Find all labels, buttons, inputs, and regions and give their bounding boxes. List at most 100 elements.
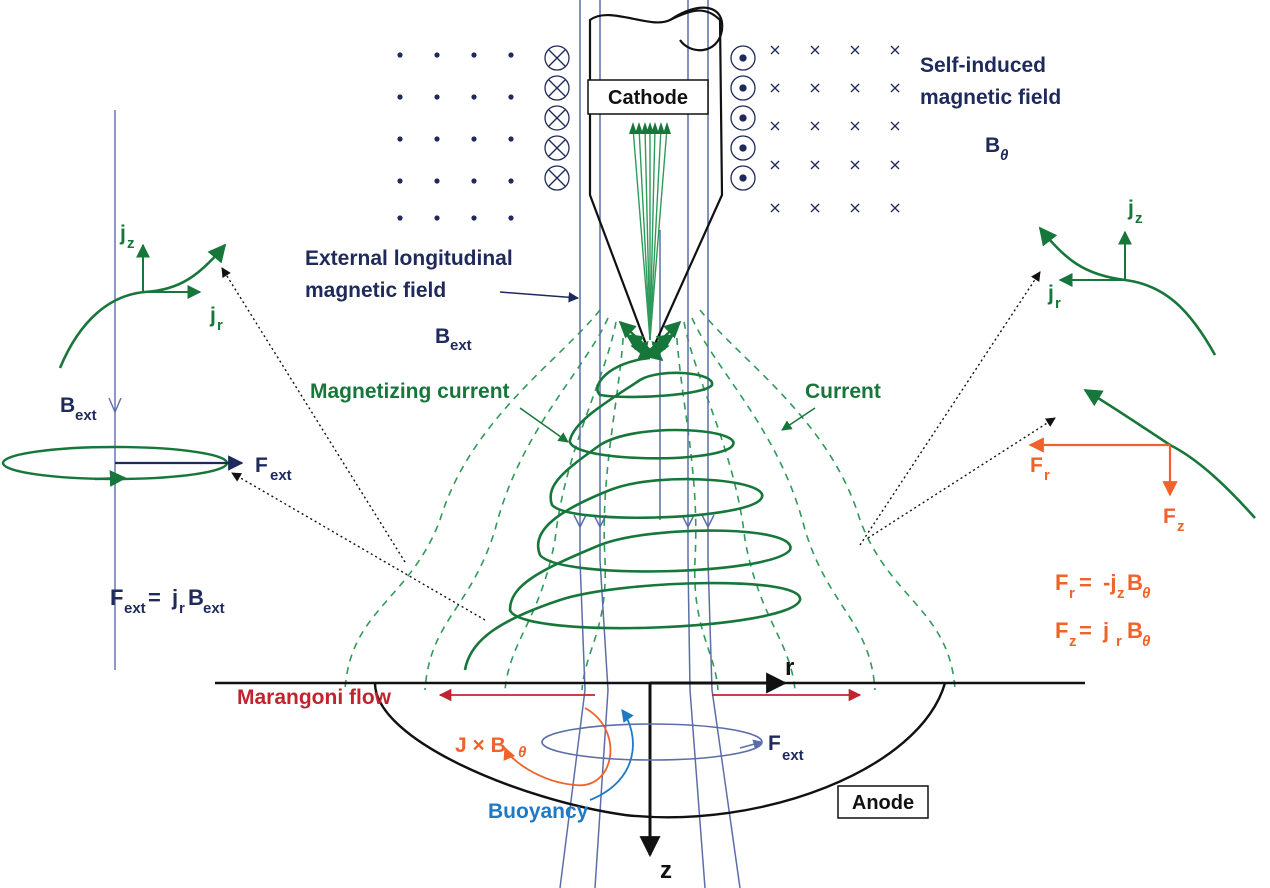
left-inset-fext-label: F ext [255, 454, 292, 484]
svg-text:External longitudinal: External longitudinal [305, 247, 513, 270]
magnetizing-current-helix [463, 356, 802, 671]
field-cross [770, 121, 780, 131]
cathode-top-curl [669, 6, 724, 52]
cathode-current-line [638, 127, 651, 341]
svg-text:B: B [435, 325, 450, 348]
field-cross [890, 203, 900, 213]
svg-text:r: r [1116, 633, 1122, 650]
coil-into-page [544, 105, 570, 131]
dotted-connectors [221, 267, 1056, 621]
svg-text:=: = [148, 585, 161, 610]
svg-text:θ: θ [1142, 585, 1151, 602]
field-line-arrows [573, 514, 715, 529]
svg-text:Self-induced: Self-induced [920, 54, 1046, 77]
svg-text:r: r [1055, 295, 1061, 312]
anode-label: Anode [852, 792, 914, 814]
field-cross [810, 121, 820, 131]
cathode-current-line [649, 127, 668, 341]
pool-fext-label: F ext [768, 732, 804, 764]
svg-text:z: z [1069, 633, 1077, 650]
self-induced-field-crosses [770, 45, 900, 213]
svg-text:B: B [985, 134, 1000, 157]
svg-text:ext: ext [203, 600, 225, 617]
right-inset-jz-label: j z [1127, 197, 1143, 227]
field-dot [397, 178, 403, 184]
external-field-label: External longitudinal magnetic field B e… [305, 247, 513, 354]
svg-text:z: z [127, 235, 135, 252]
field-dot [397, 215, 403, 221]
field-cross [770, 203, 780, 213]
buoyancy-label: Buoyancy [488, 800, 589, 823]
svg-text:J × B: J × B [455, 734, 506, 757]
field-cross [850, 45, 860, 55]
left-inset-b-arrow [108, 397, 122, 414]
current-lines [344, 309, 956, 691]
field-dot [434, 52, 440, 58]
svg-text:magnetic field: magnetic field [305, 279, 446, 302]
cathode-current-arrows [629, 122, 671, 341]
svg-text:r: r [1069, 585, 1075, 602]
coil-into-page [544, 165, 570, 191]
field-dot [508, 215, 514, 221]
left-inset-loop-arrow [94, 470, 127, 487]
svg-text:ext: ext [450, 337, 472, 354]
right-inset-fz-label: F z [1163, 505, 1185, 535]
field-cross [890, 160, 900, 170]
svg-text:z: z [1135, 210, 1143, 227]
cathode-current-head [629, 122, 637, 134]
field-dot [471, 52, 477, 58]
jxb-loop [503, 707, 612, 786]
pool-fext-loop [541, 723, 763, 761]
svg-text:F: F [255, 454, 268, 477]
svg-text:ext: ext [75, 407, 97, 424]
svg-text:ext: ext [782, 747, 804, 764]
coil-out-of-page [730, 45, 756, 71]
field-dot [471, 94, 477, 100]
field-cross [810, 83, 820, 93]
external-field-dots [397, 52, 514, 221]
svg-text:B: B [1127, 618, 1143, 643]
fext-equation: F ext = j r B ext [110, 585, 225, 617]
buoyancy-loop [589, 708, 634, 801]
left-inset-jz-label: j z [119, 222, 135, 252]
coil-into-page [544, 135, 570, 161]
svg-text:F: F [1163, 505, 1176, 528]
marangoni-flow-label: Marangoni flow [237, 686, 392, 709]
cathode-current-line [649, 127, 656, 341]
svg-text:B: B [1127, 570, 1143, 595]
field-dot [434, 178, 440, 184]
magnetizing-current-label: Magnetizing current [310, 380, 510, 403]
field-cross [850, 121, 860, 131]
coil-out-of-page [730, 165, 756, 191]
coil-out-of-page [730, 135, 756, 161]
coil-out-of-page [730, 75, 756, 101]
field-dot [508, 178, 514, 184]
svg-text:r: r [179, 600, 185, 617]
field-cross [850, 83, 860, 93]
self-induced-field-label: Self-induced magnetic field B θ [920, 54, 1061, 164]
svg-text:θ: θ [1142, 633, 1151, 650]
svg-text:θ: θ [518, 744, 527, 761]
cathode-current-line [644, 127, 651, 341]
cathode-electrode [588, 9, 724, 358]
svg-text:j: j [1127, 197, 1134, 220]
svg-text:magnetic field: magnetic field [920, 86, 1061, 109]
svg-text:r: r [1044, 467, 1050, 484]
svg-text:z: z [1177, 518, 1185, 535]
field-cross [770, 45, 780, 55]
coil-into-page-symbols [544, 45, 570, 191]
field-dot [508, 52, 514, 58]
cathode-current-head [651, 122, 659, 134]
svg-text:j: j [171, 585, 178, 610]
field-cross [770, 83, 780, 93]
svg-text:z: z [1117, 585, 1125, 602]
left-inset-jr-label: j r [209, 304, 223, 334]
svg-text:=: = [1079, 618, 1092, 643]
svg-text:B: B [60, 394, 75, 417]
svg-text:ext: ext [124, 600, 146, 617]
svg-text:=: = [1079, 570, 1092, 595]
fz-equation: F z = j r B θ [1055, 618, 1151, 650]
field-cross [890, 83, 900, 93]
cathode-tip-arrows [618, 320, 682, 362]
